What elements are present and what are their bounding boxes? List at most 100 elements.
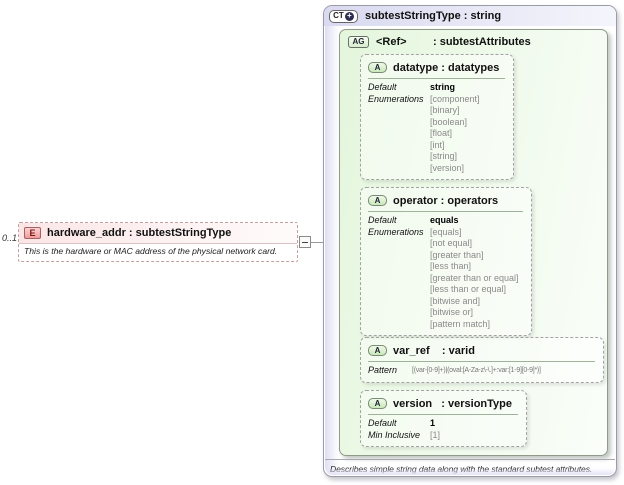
element-title: hardware_addr : subtestStringType <box>47 227 232 239</box>
facet-row: Min Inclusive [1] <box>368 430 522 442</box>
attribute-badge: A <box>368 195 387 206</box>
connector-line <box>311 242 323 243</box>
facet-label <box>368 238 430 250</box>
facet-label <box>368 105 430 117</box>
facet-value: equals <box>430 215 459 225</box>
facet-row: [string] <box>368 151 509 163</box>
facet-value: string <box>430 82 456 92</box>
facet-label: Default <box>368 418 397 428</box>
facet-value: [bitwise and] <box>430 295 481 306</box>
attribute-group-badge: AG <box>348 36 369 48</box>
facet-label <box>368 284 430 296</box>
divider <box>368 361 595 362</box>
facet-value: [string] <box>430 151 458 161</box>
facet-row: Enumerations [equals] <box>368 227 527 239</box>
facet-row: Pattern[(var-[0-9]+)|(oval:[A-Za-z\-\.]+… <box>368 365 599 377</box>
facet-label <box>368 273 430 285</box>
complex-type-badge: CT + <box>329 9 358 23</box>
expand-plus-icon[interactable]: + <box>344 11 354 21</box>
element-title-row[interactable]: E hardware_addr : subtestStringType <box>19 223 297 244</box>
complex-type-header[interactable]: CT + subtestStringType : string <box>324 6 616 26</box>
element-box-hardware-addr[interactable]: E hardware_addr : subtestStringType This… <box>18 222 298 262</box>
facet-value: [version] <box>430 162 465 173</box>
facet-label: Default <box>368 82 397 92</box>
facet-label: Pattern <box>368 365 398 375</box>
facet-value: [greater than] <box>430 249 484 260</box>
facet-row: [bitwise and] <box>368 296 527 308</box>
facet-value: [greater than or equal] <box>430 272 519 283</box>
complex-type-badge-label: CT <box>333 11 344 20</box>
facet-value: [less than or equal] <box>430 284 507 294</box>
facet-label: Enumerations <box>368 93 424 104</box>
facet-label <box>368 117 430 129</box>
minus-icon <box>302 241 308 243</box>
attribute-title: datatype : datatypes <box>393 61 500 74</box>
footer-divider <box>325 459 615 460</box>
facet-value: [1] <box>430 429 441 440</box>
multiplicity-label: 0..1 <box>2 233 18 243</box>
facet-value: [equals] <box>430 226 462 237</box>
attribute-title-row: A var_ref : varid <box>368 343 599 358</box>
facet-row: [not equal] <box>368 238 527 250</box>
attribute-group-header: AG <Ref> : subtestAttributes <box>340 30 607 48</box>
facet-label <box>368 151 430 163</box>
facet-row: [greater than or equal] <box>368 273 527 285</box>
facet-label: Default <box>368 215 397 225</box>
facet-row: [greater than] <box>368 250 527 262</box>
collapse-toggle[interactable] <box>299 236 311 248</box>
attribute-title-row: A operator : operators <box>368 193 527 208</box>
complex-type-box[interactable]: CT + subtestStringType : string AG <Ref>… <box>323 5 617 477</box>
facet-rows: Pattern[(var-[0-9]+)|(oval:[A-Za-z\-\.]+… <box>368 365 599 377</box>
facet-label: Enumerations <box>368 226 424 237</box>
attribute-title-row: A version : versionType <box>368 396 522 411</box>
attribute-title-row: A datatype : datatypes <box>368 60 509 75</box>
attribute-badge: A <box>368 398 387 409</box>
facet-value: [float] <box>430 128 453 138</box>
facet-label <box>368 307 430 319</box>
facet-label <box>368 140 430 152</box>
facet-row: Default string <box>368 82 509 94</box>
attribute-group-box[interactable]: AG <Ref> : subtestAttributes A datatype … <box>339 29 608 456</box>
divider <box>368 211 523 212</box>
facet-row: [binary] <box>368 105 509 117</box>
facet-row: Default 1 <box>368 418 522 430</box>
left-accent-strip <box>325 26 339 474</box>
facet-value: [less than] <box>430 261 472 271</box>
element-badge: E <box>24 227 41 239</box>
facet-row: [version] <box>368 163 509 175</box>
attribute-box-var-ref[interactable]: A var_ref : varid Pattern[(var-[0-9]+)|(… <box>360 337 604 383</box>
facet-row: [pattern match] <box>368 319 527 331</box>
facet-value: [component] <box>430 93 480 104</box>
attribute-title: operator : operators <box>393 194 499 207</box>
element-description: This is the hardware or MAC address of t… <box>24 246 278 256</box>
attribute-badge: A <box>368 345 387 356</box>
facet-value: [pattern match] <box>430 318 491 329</box>
facet-row: Enumerations [component] <box>368 94 509 106</box>
attribute-title: version : versionType <box>393 397 513 410</box>
facet-label <box>368 250 430 262</box>
facet-label <box>368 128 430 140</box>
facet-label <box>368 319 430 331</box>
facet-label <box>368 163 430 175</box>
facet-row: [boolean] <box>368 117 509 129</box>
attribute-badge: A <box>368 62 387 73</box>
attribute-title: var_ref : varid <box>393 344 475 357</box>
complex-type-title: subtestStringType : string <box>365 10 502 22</box>
divider <box>368 414 518 415</box>
facet-value: [binary] <box>430 105 460 115</box>
facet-label: Min Inclusive <box>368 429 421 440</box>
facet-value: [bitwise or] <box>430 307 474 317</box>
facet-value: 1 <box>430 418 436 428</box>
attribute-group-type: : subtestAttributes <box>433 36 531 48</box>
facet-label <box>368 296 430 308</box>
facet-label <box>368 261 430 273</box>
facet-row: [float] <box>368 128 509 140</box>
facet-row: [int] <box>368 140 509 152</box>
